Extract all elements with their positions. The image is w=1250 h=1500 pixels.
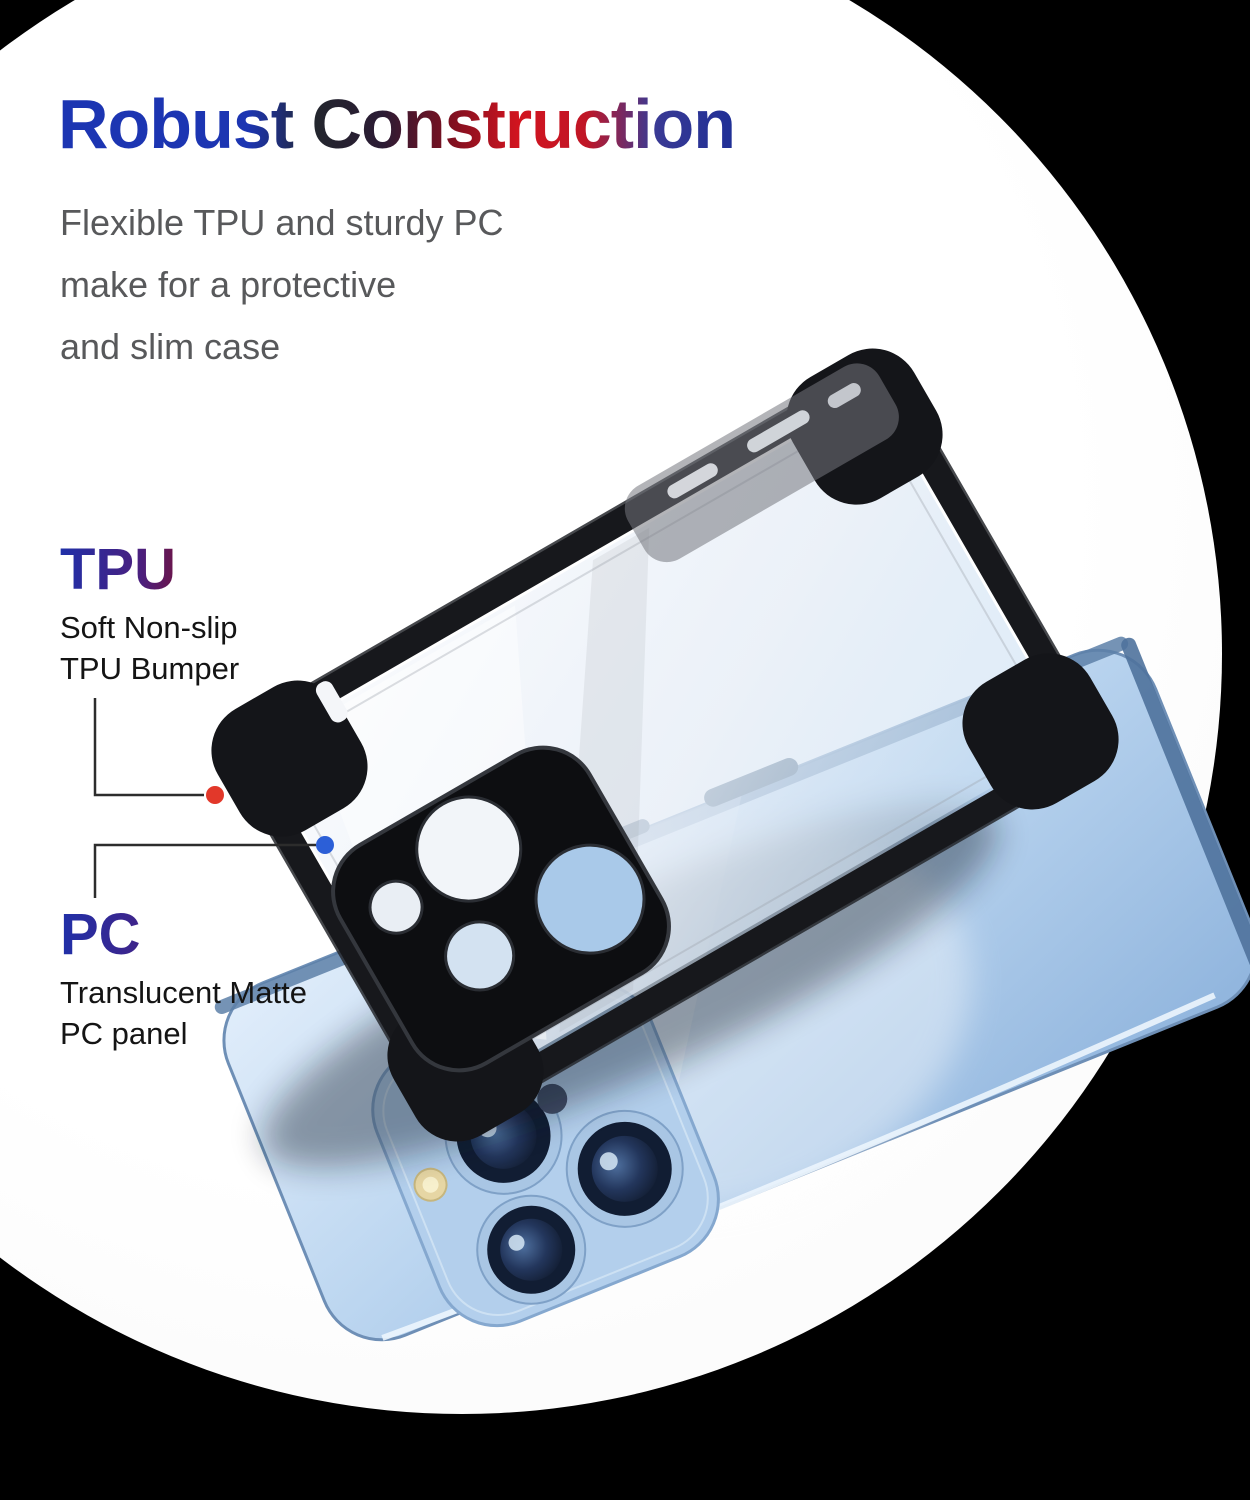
- camera-cutout-plate: [331, 745, 671, 1073]
- camera-cutout-hole: [444, 920, 516, 992]
- rail-button-cutout: [667, 463, 718, 499]
- tpu-description: Soft Non-slip TPU Bumper: [60, 608, 239, 690]
- pc-leader-line: [93, 843, 316, 898]
- rail-button-cutout: [827, 383, 861, 409]
- subtitle-line-1: Flexible TPU and sturdy PC: [60, 202, 504, 243]
- rail-button-cutout: [747, 410, 810, 453]
- tpu-desc-line-2: TPU Bumper: [60, 650, 240, 686]
- pc-description: Translucent Matte PC panel: [60, 973, 307, 1055]
- camera-flash: [413, 1167, 448, 1202]
- page-title: Robust Construction: [58, 85, 736, 163]
- callout-pc: PC Translucent Matte PC panel: [60, 903, 307, 1055]
- pc-label: PC: [60, 903, 307, 967]
- callout-tpu: TPU Soft Non-slip TPU Bumper: [60, 538, 239, 690]
- tpu-desc-line-1: Soft Non-slip: [60, 609, 238, 645]
- camera-cutout-hole: [368, 879, 424, 935]
- case-tpu-frame: [244, 381, 1086, 1109]
- tpu-marker-dot: [206, 786, 224, 804]
- pc-desc-line-1: Translucent Matte: [60, 974, 307, 1010]
- tpu-label: TPU: [60, 538, 239, 602]
- case-corner-bumper: [211, 680, 368, 837]
- case-illustration: [211, 348, 1119, 1142]
- camera-cutout-hole: [415, 795, 523, 903]
- tpu-leader-line: [93, 698, 204, 797]
- callout-lines: [93, 698, 316, 898]
- case-camera-cutout: [331, 745, 671, 1073]
- case-mute-slot: [315, 681, 348, 723]
- camera-cutout-hole: [534, 843, 646, 955]
- case-side-rail: [624, 363, 899, 563]
- pc-marker-dot: [316, 836, 334, 854]
- camera-lens-bottom: [476, 1194, 587, 1305]
- subtitle-line-2: make for a protective: [60, 263, 397, 305]
- phone-right-edge: [1121, 637, 1250, 985]
- subtitle: Flexible TPU and sturdy PC make for a pr…: [60, 192, 504, 378]
- camera-lens-right: [565, 1109, 684, 1228]
- subtitle-line-3: and slim case: [60, 325, 281, 367]
- pc-desc-line-2: PC panel: [60, 1015, 188, 1051]
- case-corner-bumper: [962, 653, 1119, 810]
